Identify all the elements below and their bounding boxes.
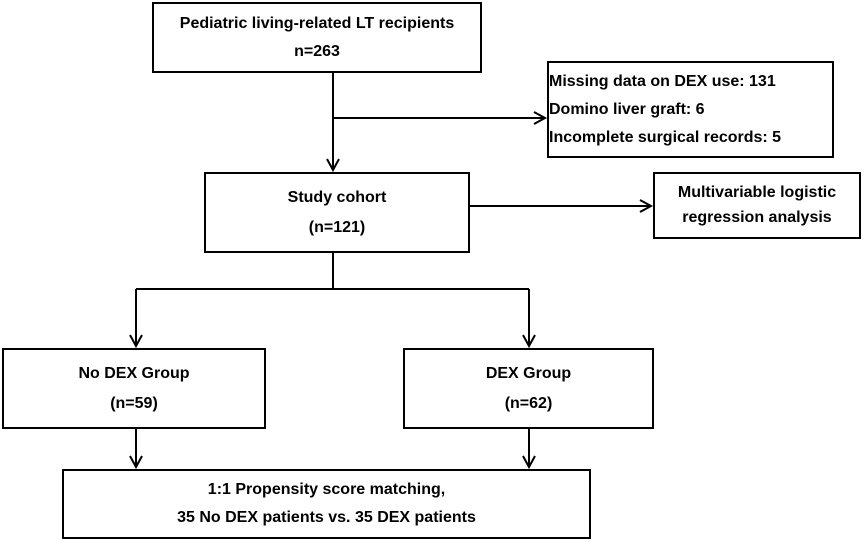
exclusion-item: Incomplete surgical records: 5 xyxy=(549,129,782,147)
recipients-box: Pediatric living-related LT recipients n… xyxy=(152,2,482,73)
recipients-title: Pediatric living-related LT recipients xyxy=(179,15,455,33)
arrowhead-matching-left-icon xyxy=(129,455,143,470)
propensity-matching-box: 1:1 Propensity score matching, 35 No DEX… xyxy=(62,469,591,539)
arrowhead-dex-icon xyxy=(522,334,536,349)
no-dex-title: No DEX Group xyxy=(78,364,190,382)
arrowhead-analysis-icon xyxy=(639,199,654,213)
arrowhead-matching-right-icon xyxy=(522,455,536,470)
cohort-count: (n=121) xyxy=(308,219,366,237)
analysis-box: Multivariable logistic regression analys… xyxy=(653,172,861,239)
recipients-count: n=263 xyxy=(294,42,340,60)
cohort-title: Study cohort xyxy=(287,188,387,206)
arrowhead-exclusions-icon xyxy=(533,111,548,125)
no-dex-count: (n=59) xyxy=(110,395,158,413)
matching-line-1: 1:1 Propensity score matching, xyxy=(207,481,446,499)
dex-count: (n=62) xyxy=(504,395,553,413)
study-cohort-box: Study cohort (n=121) xyxy=(204,172,470,253)
arrowhead-nodex-icon xyxy=(129,334,143,349)
exclusion-item: Missing data on DEX use: 131 xyxy=(549,72,776,90)
dex-title: DEX Group xyxy=(485,364,572,382)
arrowhead-cohort-icon xyxy=(326,158,340,173)
exclusions-box: Missing data on DEX use: 131 Domino live… xyxy=(547,61,834,158)
analysis-line-1: Multivariable logistic xyxy=(677,183,837,201)
analysis-line-2: regression analysis xyxy=(682,208,832,226)
no-dex-group-box: No DEX Group (n=59) xyxy=(2,348,266,429)
exclusion-item: Domino liver graft: 6 xyxy=(549,100,705,118)
dex-group-box: DEX Group (n=62) xyxy=(403,348,654,429)
matching-line-2: 35 No DEX patients vs. 35 DEX patients xyxy=(177,509,476,527)
